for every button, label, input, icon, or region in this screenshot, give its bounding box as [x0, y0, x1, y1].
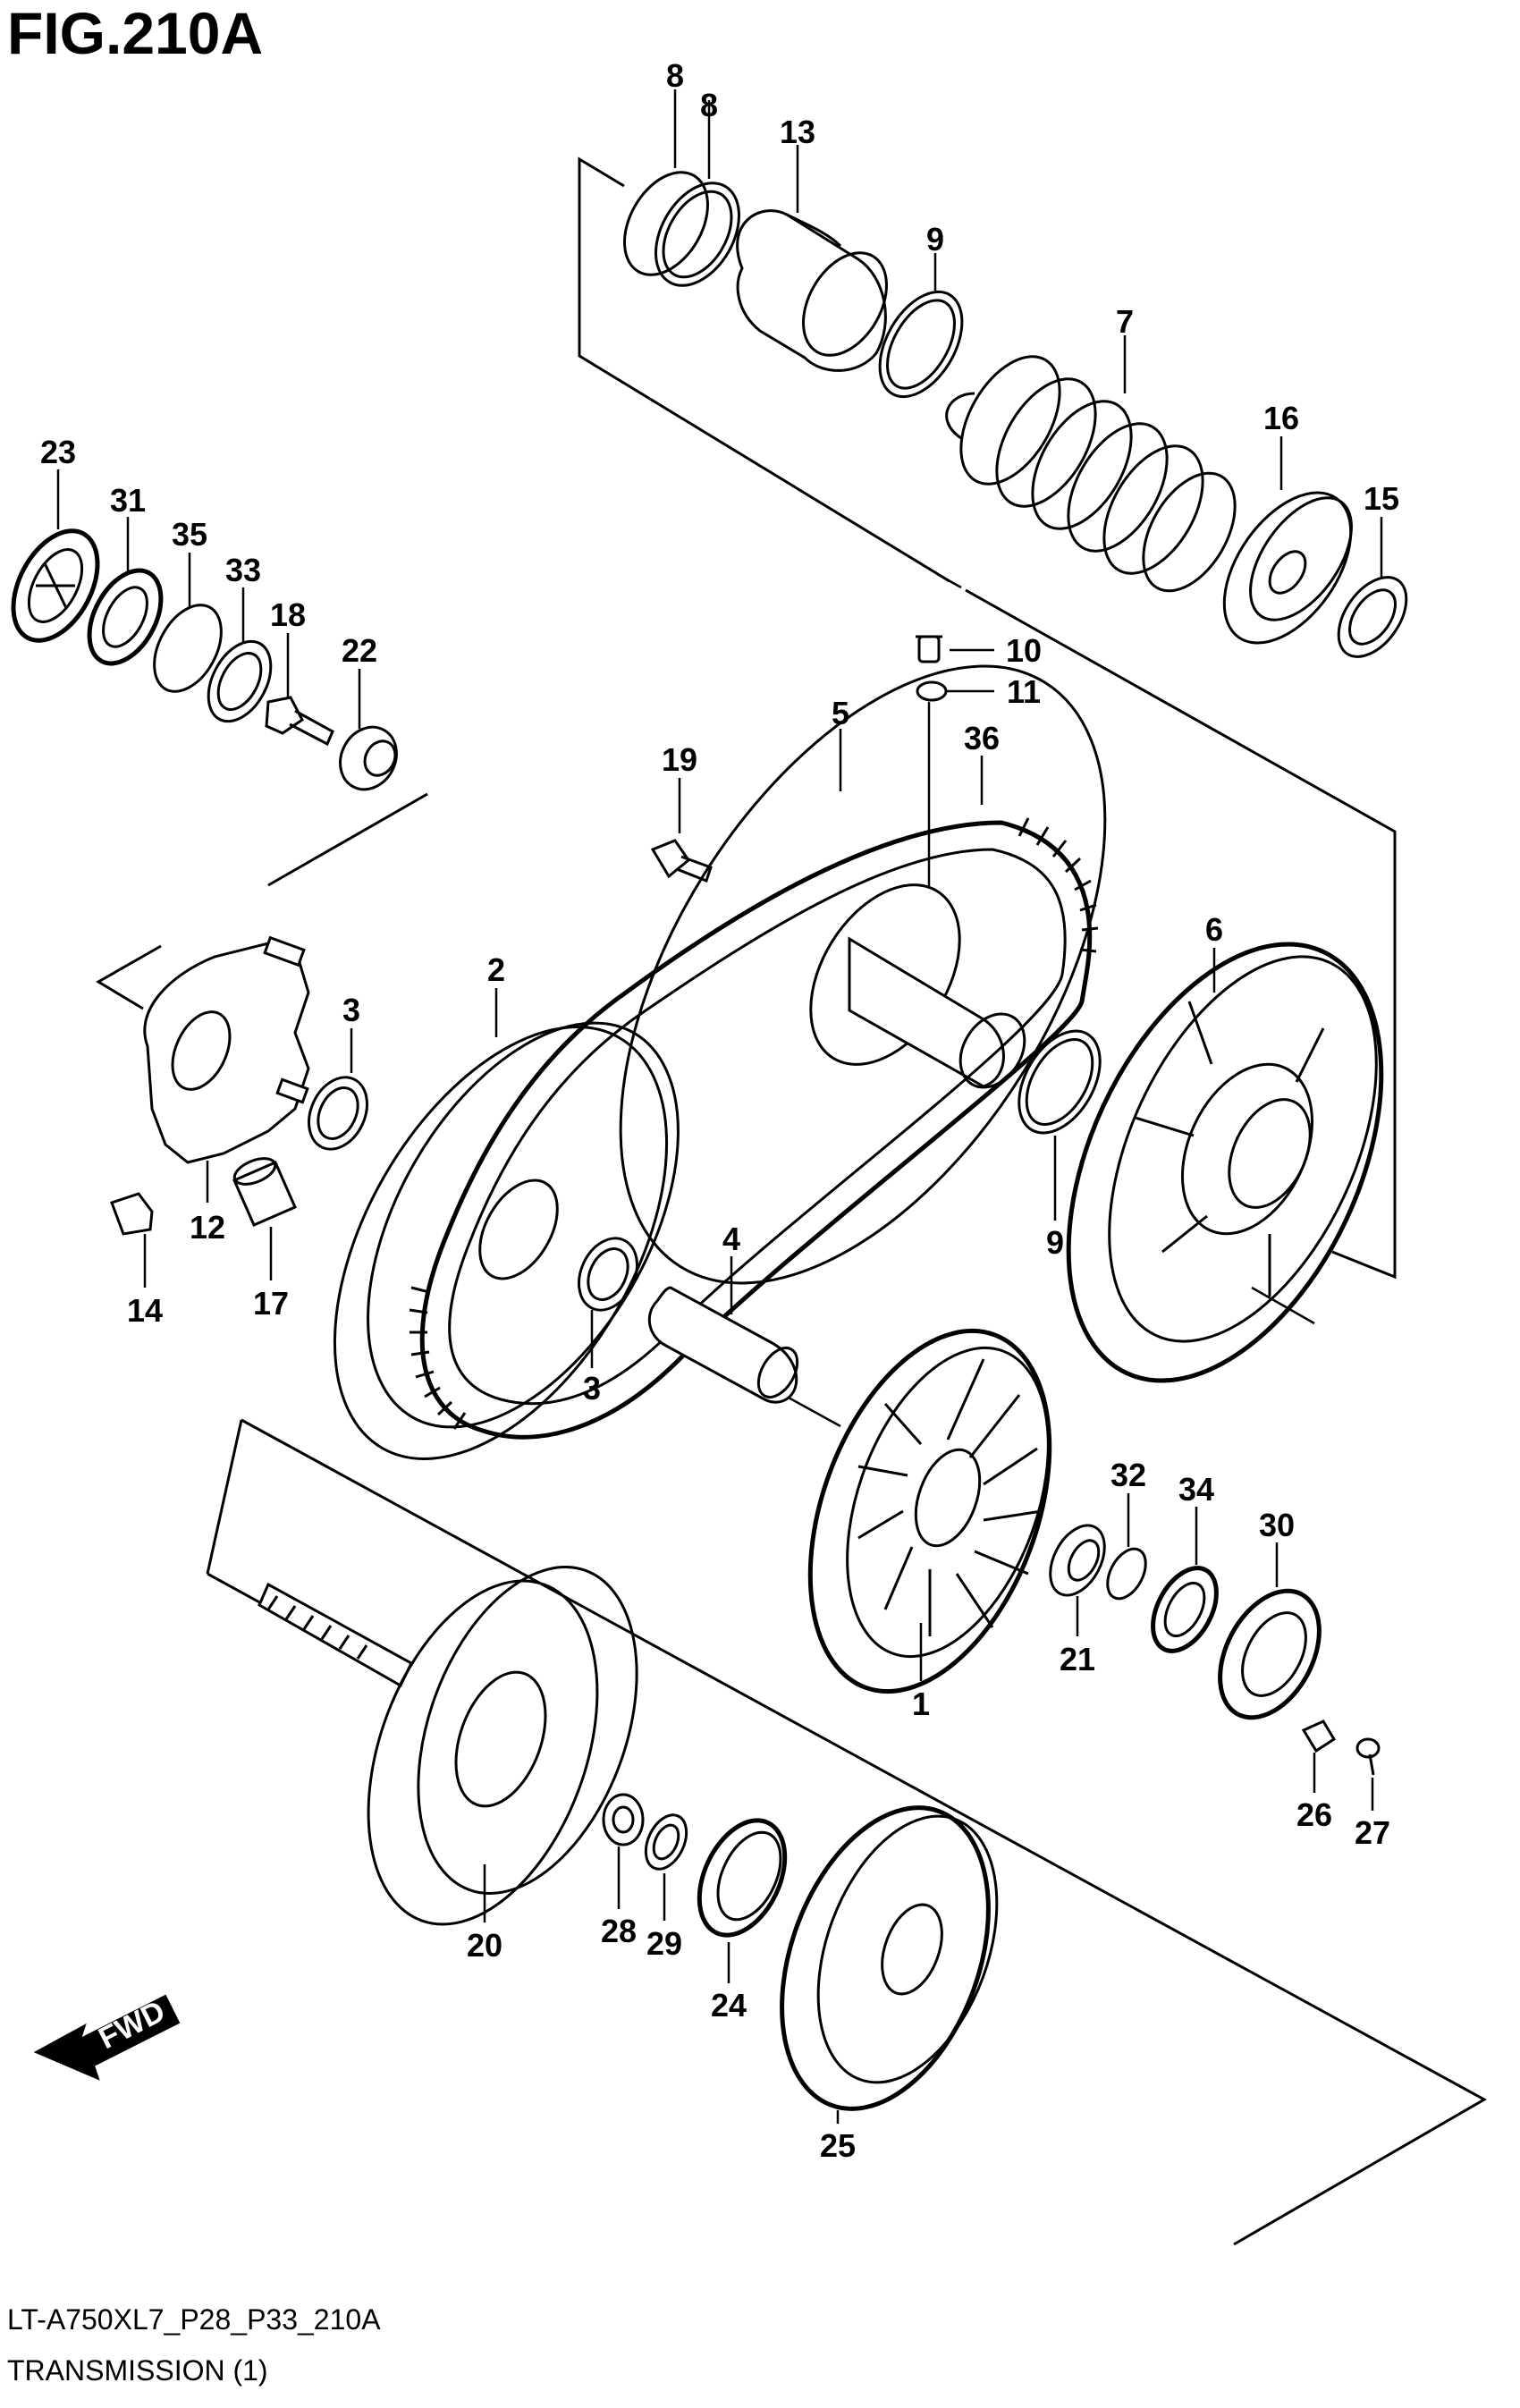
- callout-1: 1: [912, 1686, 930, 1722]
- callout-2: 2: [487, 951, 505, 988]
- washer-29: [644, 1813, 688, 1871]
- callout-27: 27: [1355, 1814, 1390, 1851]
- callout-15: 15: [1364, 480, 1399, 517]
- collar-22: [339, 725, 398, 791]
- guide-sleeve-13: [736, 209, 888, 372]
- slide-piece-14: [110, 1192, 154, 1236]
- callout-14: 14: [127, 1292, 163, 1329]
- lock-nut-15: [1337, 576, 1408, 658]
- callout-36: 36: [964, 720, 1000, 756]
- o-ring-32: [1106, 1547, 1147, 1601]
- callout-3: 3: [583, 1370, 601, 1407]
- callout-3: 3: [342, 992, 360, 1028]
- bolt-18: [265, 696, 334, 747]
- callout-13: 13: [780, 114, 815, 150]
- callout-23: 23: [40, 434, 76, 470]
- callout-31: 31: [110, 482, 146, 519]
- callout-20: 20: [467, 1927, 502, 1964]
- callout-8: 8: [666, 57, 684, 94]
- callout-34: 34: [1178, 1471, 1214, 1508]
- callout-16: 16: [1263, 400, 1299, 436]
- callout-6: 6: [1205, 911, 1223, 948]
- section-name: TRANSMISSION (1): [7, 2354, 268, 2387]
- callout-9: 9: [926, 221, 944, 258]
- callout-35: 35: [172, 516, 207, 553]
- collar-21: [1049, 1524, 1106, 1597]
- cam-plate-12: [143, 935, 310, 1164]
- washer-3-upper: [308, 1076, 368, 1151]
- callout-24: 24: [711, 1987, 747, 2024]
- coil-spring-7: [945, 355, 1237, 593]
- screw-27: [1355, 1737, 1381, 1776]
- nut-28: [602, 1793, 645, 1846]
- v-belt: [409, 817, 1099, 1440]
- callout-5: 5: [832, 695, 849, 731]
- leader-lines: [56, 89, 1383, 2124]
- o-ring-8-pair: [623, 171, 740, 287]
- o-ring-9-lower: [1018, 1029, 1102, 1135]
- collar-11: [916, 680, 948, 702]
- circlip-35: [153, 604, 223, 693]
- spring-seat-16: [1222, 491, 1353, 645]
- bearing-31: [87, 568, 164, 666]
- drive-face-2: [333, 1021, 680, 1460]
- callout-22: 22: [342, 632, 377, 669]
- fixed-driven-face-5: [619, 664, 1107, 1285]
- callout-33: 33: [225, 552, 261, 588]
- callout-29: 29: [646, 1925, 682, 1962]
- callout-25: 25: [820, 2127, 856, 2164]
- fan-drive-face-1: [807, 1328, 1052, 1694]
- oil-seal-23: [11, 528, 100, 643]
- callout-11: 11: [1007, 673, 1041, 710]
- o-ring-9-upper: [878, 290, 964, 399]
- spacer-shaft-4: [647, 1286, 799, 1404]
- callout-32: 32: [1110, 1457, 1146, 1493]
- callout-4: 4: [722, 1221, 740, 1257]
- callout-12: 12: [190, 1209, 225, 1246]
- roller-17: [232, 1157, 297, 1227]
- callout-10: 10: [1006, 632, 1042, 669]
- callout-28: 28: [601, 1913, 637, 1949]
- clutch-shoe-assembly-25: [780, 1805, 999, 2111]
- callout-7: 7: [1116, 303, 1134, 340]
- callout-21: 21: [1060, 1641, 1095, 1677]
- figure-title: FIG.210A: [7, 0, 263, 66]
- callout-18: 18: [270, 596, 306, 633]
- movable-driven-face-6: [1066, 942, 1384, 1383]
- washer-33: [207, 639, 273, 723]
- callout-26: 26: [1296, 1796, 1332, 1833]
- washer-3-lower: [578, 1237, 638, 1312]
- model-code: LT-A750XL7_P28_P33_210A: [7, 2303, 381, 2336]
- fwd-arrow-icon: FWD: [33, 1994, 181, 2081]
- assembly-frames: [96, 156, 1488, 2246]
- one-way-clutch-24: [697, 1818, 788, 1938]
- bearing-30: [1218, 1588, 1322, 1720]
- bolt-19: [650, 839, 713, 883]
- pin-10: [916, 635, 942, 663]
- callout-labels: 8 8 13 9 7 16 15 23 31 35 33 18 22 10 11…: [40, 57, 1399, 2164]
- callout-8: 8: [700, 87, 718, 123]
- callout-9: 9: [1046, 1224, 1064, 1261]
- washer-26: [1301, 1719, 1337, 1753]
- callout-17: 17: [253, 1285, 289, 1322]
- oil-seal-34: [1151, 1566, 1219, 1653]
- callout-19: 19: [662, 741, 697, 778]
- callout-30: 30: [1259, 1507, 1295, 1543]
- clutch-housing-20: [258, 1566, 638, 1926]
